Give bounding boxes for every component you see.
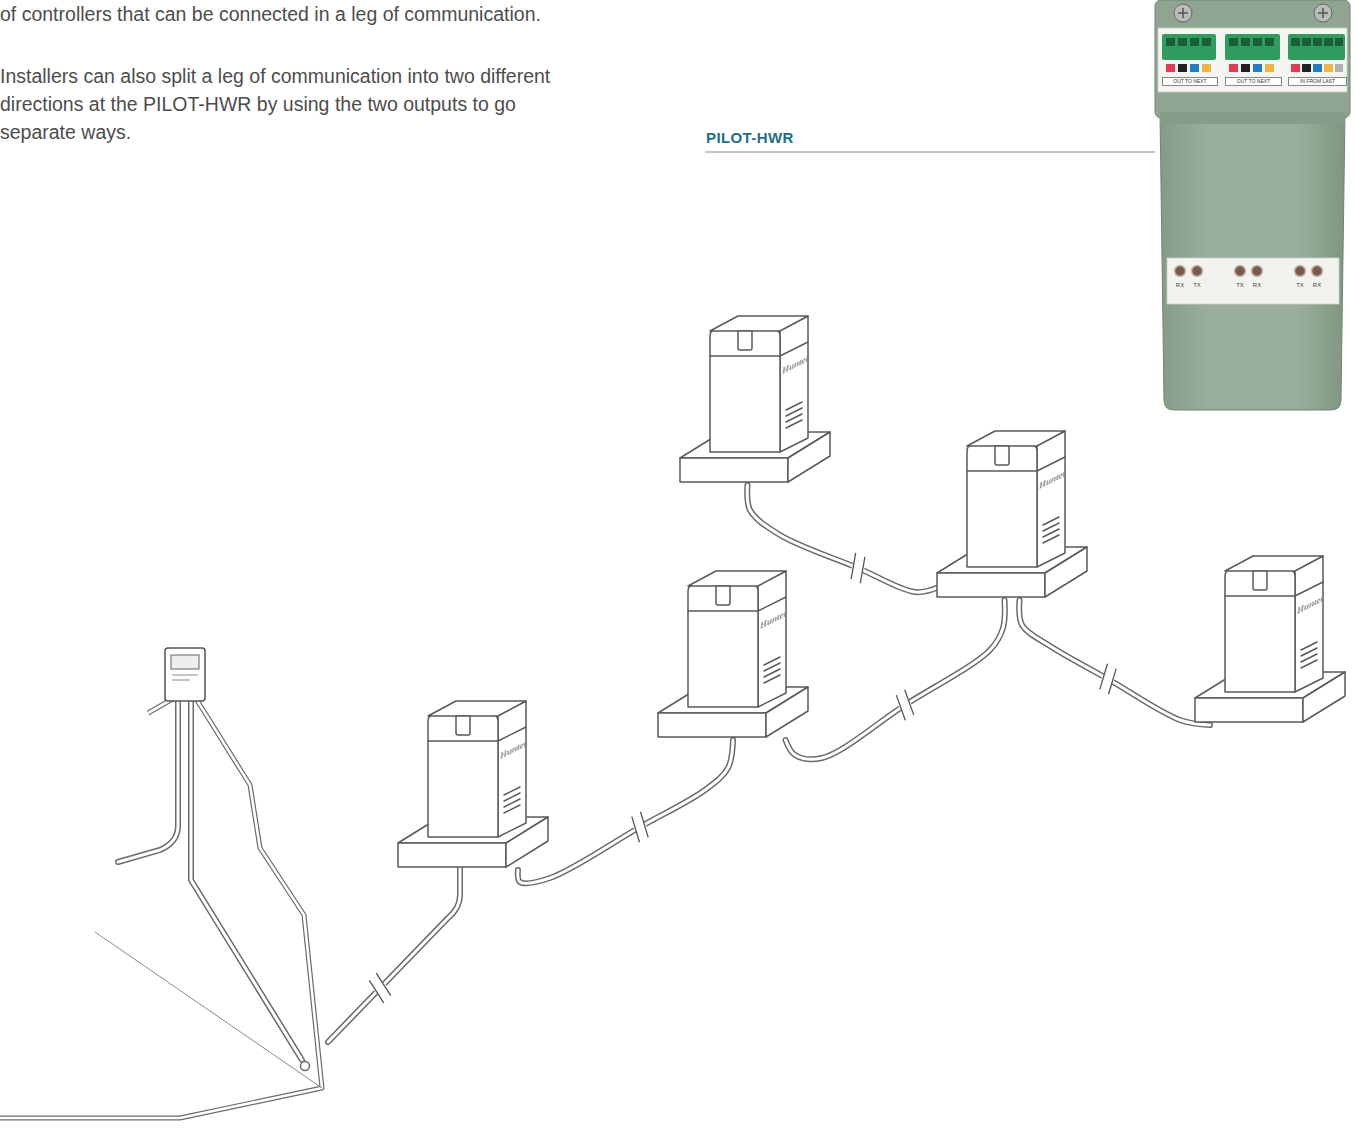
cabinet-side [1295, 556, 1323, 692]
controller-pedestal: Hunter [398, 695, 548, 870]
building-outline [0, 689, 322, 1118]
controller-shape [658, 565, 808, 740]
cabinet-top [967, 431, 1065, 446]
controller-shape [1195, 550, 1345, 725]
cabinet-side [780, 316, 808, 452]
led-label: TX [1292, 281, 1308, 289]
vent-lines [786, 402, 802, 428]
cabinet-front [688, 585, 758, 707]
base-front [1195, 698, 1303, 722]
terminal-label: IN FROM LAST [1288, 77, 1347, 86]
base-front [398, 843, 506, 867]
base-front [937, 573, 1045, 597]
cable-outline [1019, 600, 1210, 725]
break-mark [365, 553, 1121, 1003]
communication-cable [1019, 600, 1210, 725]
lid-seam [1225, 582, 1323, 596]
controller-shape [937, 425, 1087, 600]
wire-color-key [1166, 64, 1343, 72]
cabinet-top [1225, 556, 1323, 571]
controller-pedestal: Hunter [937, 425, 1087, 600]
callout-label: PILOT-HWR [706, 129, 794, 146]
controller-pedestal: Hunter [658, 565, 808, 740]
terminal-label: OUT TO NEXT [1225, 77, 1282, 86]
cable-outline [518, 740, 733, 883]
cabinet-top [710, 316, 808, 331]
cable-outline [786, 600, 1005, 759]
cabinet-front [967, 445, 1037, 567]
cabinet-side [758, 571, 786, 707]
controller-shape [398, 695, 548, 870]
led-label: RX [1249, 281, 1265, 289]
cabinet-front [1225, 570, 1295, 692]
latch [738, 331, 752, 350]
vent-lines [1301, 642, 1317, 668]
vent-lines [504, 787, 520, 813]
cabinet-side [498, 701, 526, 837]
vent-lines [764, 657, 780, 683]
led-label: RX [1309, 281, 1325, 289]
latch [716, 586, 730, 605]
cable-core [518, 740, 733, 883]
lid-seam [428, 727, 526, 741]
vent-lines [1043, 517, 1059, 543]
communication-cable [518, 740, 733, 883]
cabinet-front [428, 715, 498, 837]
led-label: TX [1232, 281, 1248, 289]
mount-screw [1174, 4, 1332, 22]
latch [995, 446, 1009, 465]
latch [1253, 571, 1267, 590]
connector-layer [518, 485, 1210, 883]
lid-seam [967, 457, 1065, 471]
terminal-label: OUT TO NEXT [1162, 77, 1218, 86]
controller-pedestal: Hunter [1195, 550, 1345, 725]
led-panel [1167, 258, 1339, 304]
cabinet-top [428, 701, 526, 716]
controller-shape [680, 310, 830, 485]
led-label: TX [1189, 281, 1205, 289]
cable-core [1019, 600, 1210, 725]
base-front [658, 713, 766, 737]
body-paragraph: of controllers that can be connected in … [0, 0, 555, 28]
leader-line [705, 152, 1155, 153]
wall-unit [165, 648, 205, 701]
cabinet-top [688, 571, 786, 586]
field-cable [328, 866, 460, 1042]
wall-wire [118, 700, 310, 1071]
pilot-hwr-device [1155, 0, 1350, 410]
communication-cable [786, 600, 1005, 759]
body-paragraph: Installers can also split a leg of commu… [0, 62, 555, 146]
status-led [1175, 266, 1323, 277]
terminal-block [1162, 34, 1345, 60]
led-label: RX [1172, 281, 1188, 289]
lid-seam [710, 342, 808, 356]
base-front [680, 458, 788, 482]
latch [456, 716, 470, 735]
controller-pedestal: Hunter [680, 310, 830, 485]
cabinet-side [1037, 431, 1065, 567]
cabinet-front [710, 330, 780, 452]
cable-core [786, 600, 1005, 759]
lid-seam [688, 597, 786, 611]
